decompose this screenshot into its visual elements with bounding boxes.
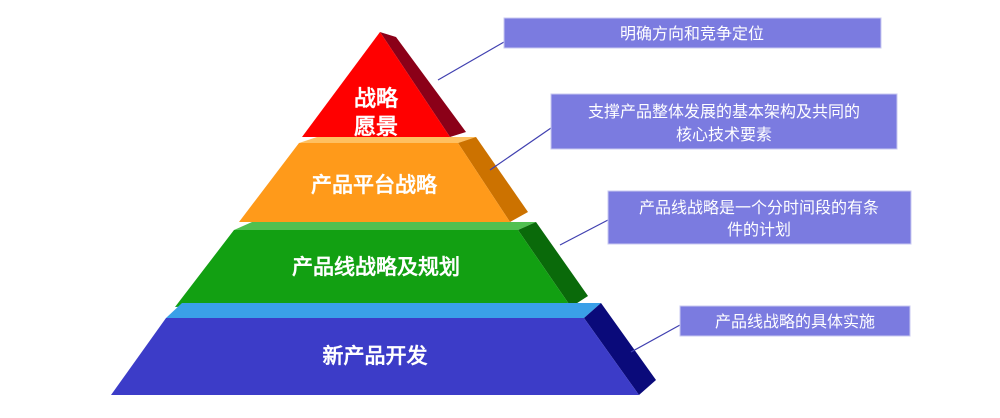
callout-2-text-line2: 核心技术要素 (676, 125, 772, 144)
tier-new-product-label: 新产品开发 (323, 343, 429, 368)
tier-platform-label: 产品平台战略 (311, 172, 438, 197)
tier-product-line: 产品线战略及规划 (175, 222, 588, 307)
callout-3: 产品线战略是一个分时间段的有条 件的计划 (607, 190, 912, 245)
tier-vision-side (380, 32, 466, 137)
connector-2 (489, 127, 552, 171)
tier-product-line-front (175, 230, 571, 307)
callout-2: 支撑产品整体发展的基本架构及共同的 核心技术要素 (550, 93, 898, 150)
tier-vision-label-line2: 愿景 (354, 114, 398, 140)
tier-new-product-top-band (166, 303, 601, 318)
tier-new-product: 新产品开发 (111, 303, 656, 395)
callout-3-text-line2: 件的计划 (727, 220, 791, 239)
tier-vision-label-line1: 战略 (354, 86, 399, 112)
callout-2-box (550, 93, 898, 150)
tier-platform-top (299, 137, 476, 143)
tier-platform-side (458, 137, 528, 222)
connector-3 (559, 219, 609, 246)
callout-3-box (607, 190, 912, 245)
tier-product-line-side (518, 222, 588, 307)
tier-platform-front (239, 143, 510, 222)
callout-1-text: 明确方向和竞争定位 (620, 24, 764, 43)
callout-4: 产品线战略的具体实施 (679, 305, 911, 337)
callout-3-text-line1: 产品线战略是一个分时间段的有条 (639, 198, 879, 217)
connector-4 (630, 324, 681, 353)
tier-product-line-label: 产品线战略及规划 (292, 254, 460, 279)
callout-1-box (503, 17, 882, 49)
tier-product-line-top (234, 222, 536, 230)
callout-2-text-line1: 支撑产品整体发展的基本架构及共同的 (588, 102, 860, 121)
callout-1: 明确方向和竞争定位 (503, 17, 882, 49)
tier-new-product-side (584, 303, 656, 395)
tier-vision: 战略 愿景 (302, 32, 466, 140)
tier-vision-front (302, 32, 450, 137)
connector-1 (437, 41, 505, 81)
connectors (437, 41, 681, 353)
callout-4-text: 产品线战略的具体实施 (715, 312, 875, 331)
tier-new-product-front (111, 318, 639, 395)
tier-platform: 产品平台战略 (239, 137, 528, 222)
callout-4-box (679, 305, 911, 337)
